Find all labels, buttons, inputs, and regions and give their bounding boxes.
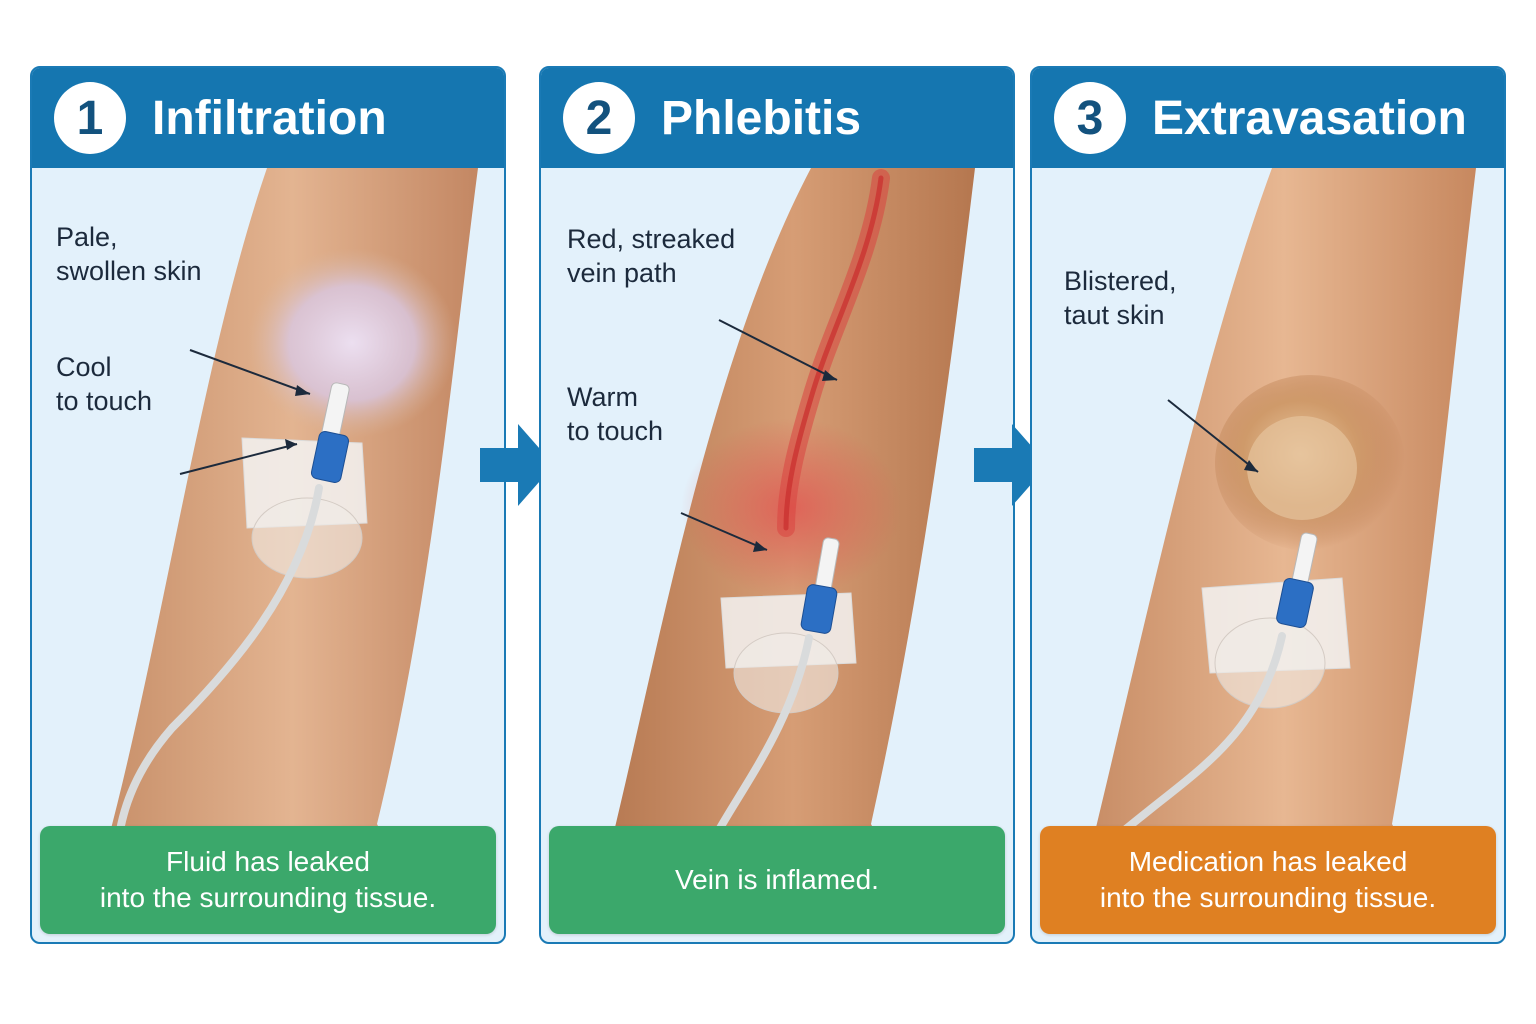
- iv-tubing: [707, 634, 813, 848]
- catheter-hub: [310, 431, 350, 483]
- result-box: Fluid has leaked into the surrounding ti…: [40, 826, 496, 934]
- step-number-badge: 3: [1054, 82, 1126, 154]
- label-blistered-taut-skin: Blistered, taut skin: [1064, 266, 1177, 330]
- arrow-right-icon: [480, 424, 554, 506]
- panel-extravasation: 3 Extravasation Blistered, taut skin Med…: [1030, 66, 1506, 944]
- result-box: Vein is inflamed.: [549, 826, 1005, 934]
- step-number-badge: 2: [563, 82, 635, 154]
- label-cool-to-touch: Cool to touch: [56, 352, 153, 416]
- panel-phlebitis: 2 Phlebitis Red, streaked vein p: [539, 66, 1015, 944]
- arrow-right-icon: [974, 424, 1048, 506]
- panel-header: 2 Phlebitis: [541, 68, 1013, 168]
- result-box: Medication has leaked into the surroundi…: [1040, 826, 1496, 934]
- panel-infiltration: 1 Infiltration Pale, sw: [30, 66, 506, 944]
- arm-illustration: [107, 168, 478, 848]
- panel-header: 3 Extravasation: [1032, 68, 1504, 168]
- label-red-streaked-vein-path: Red, streaked vein path: [567, 224, 736, 288]
- panel-title: Infiltration: [152, 91, 387, 145]
- step-number-badge: 1: [54, 82, 126, 154]
- panel-title: Extravasation: [1152, 91, 1467, 145]
- catheter-hub: [800, 584, 838, 634]
- panel-header: 1 Infiltration: [32, 68, 504, 168]
- label-pale-swollen-skin: Pale, swollen skin: [56, 222, 202, 286]
- label-warm-to-touch: Warm to touch: [567, 382, 664, 446]
- arm-illustration: [611, 168, 975, 848]
- catheter-hub: [1276, 578, 1314, 628]
- panel-title: Phlebitis: [661, 91, 862, 145]
- swelling-area: [247, 248, 457, 438]
- iv-tubing: [114, 484, 323, 848]
- arm-illustration: [1092, 168, 1476, 848]
